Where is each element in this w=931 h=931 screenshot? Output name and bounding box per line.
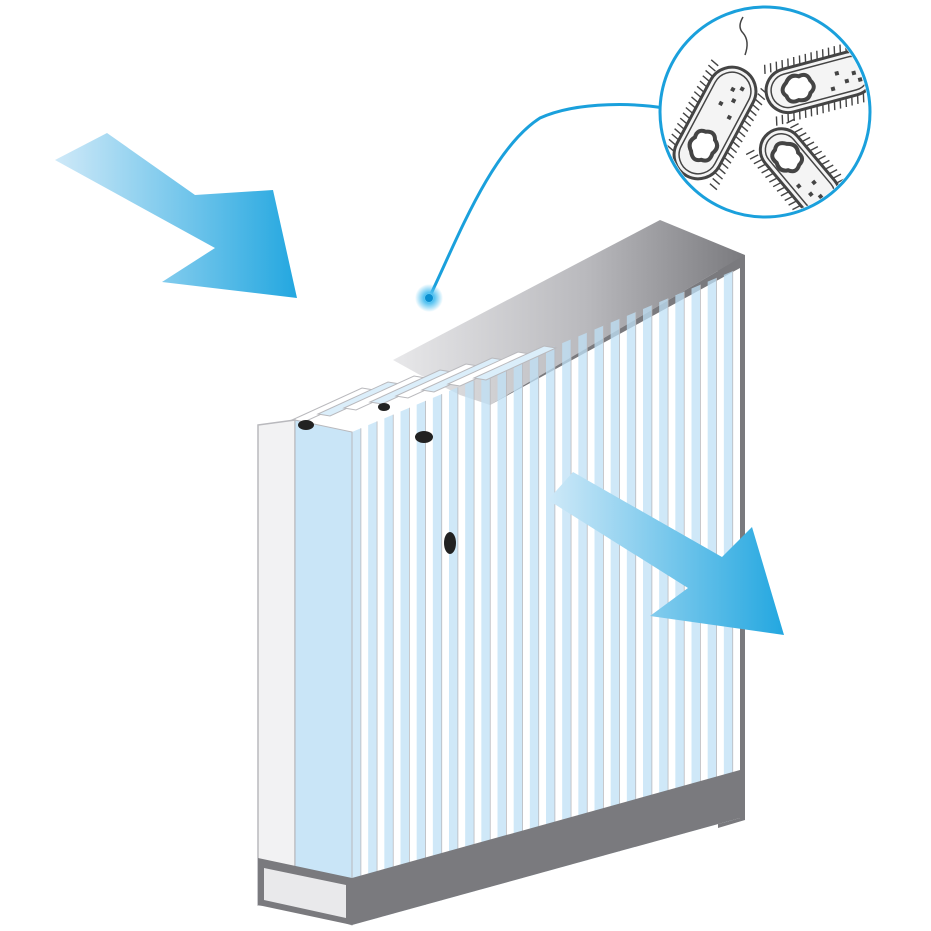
pleated-filter-icon [257,220,745,926]
trapped-particle [444,532,456,554]
bacterium-flagellum [739,16,748,56]
trapped-particle [298,420,314,430]
filter-pleat [368,421,378,921]
bacteria-cluster [662,16,868,215]
filter-pleat [481,373,491,890]
filter-pleat [643,305,652,845]
filter-pleat [400,407,410,912]
filter-pleat [562,339,572,868]
bacterium-icon [662,59,769,191]
filter-pleat [723,271,733,823]
filter-pleat [610,318,620,854]
filter-pleat [432,394,442,903]
filter-pleat [529,353,539,876]
arrow-inflow-icon [55,133,297,298]
arrow-outflow-icon [548,472,784,635]
filter-frame-left-inner [294,419,353,926]
callout-pointer-line [427,103,665,299]
filter-frame-left [257,419,296,906]
filter-pleat [546,346,555,872]
filter-pleat-ridges [290,345,558,423]
trapped-particle [378,403,390,411]
filter-pleat [465,380,475,894]
filter-pleat [384,414,394,917]
filter-pleat [513,359,523,881]
filter-pleat-ridge [472,345,558,381]
filter-frame-top [393,220,745,405]
bacteria-magnifier-icon [658,5,872,219]
filter-pleat [626,312,636,850]
callout-pointer-dot-core [425,294,433,302]
bacterium-icon [745,118,853,215]
filter-pleat [594,325,604,859]
filter-pleat [449,387,458,899]
filter-pleat [578,332,588,863]
filter-frame-bottom-top [264,868,346,918]
trapped-particle [415,431,433,443]
filter-pleats [352,271,734,925]
filter-pleat [416,400,426,908]
bacterium-icon [763,38,868,126]
filter-pleat [352,428,361,925]
filter-frame-bottom [258,770,740,925]
filter-pleat [497,366,507,885]
